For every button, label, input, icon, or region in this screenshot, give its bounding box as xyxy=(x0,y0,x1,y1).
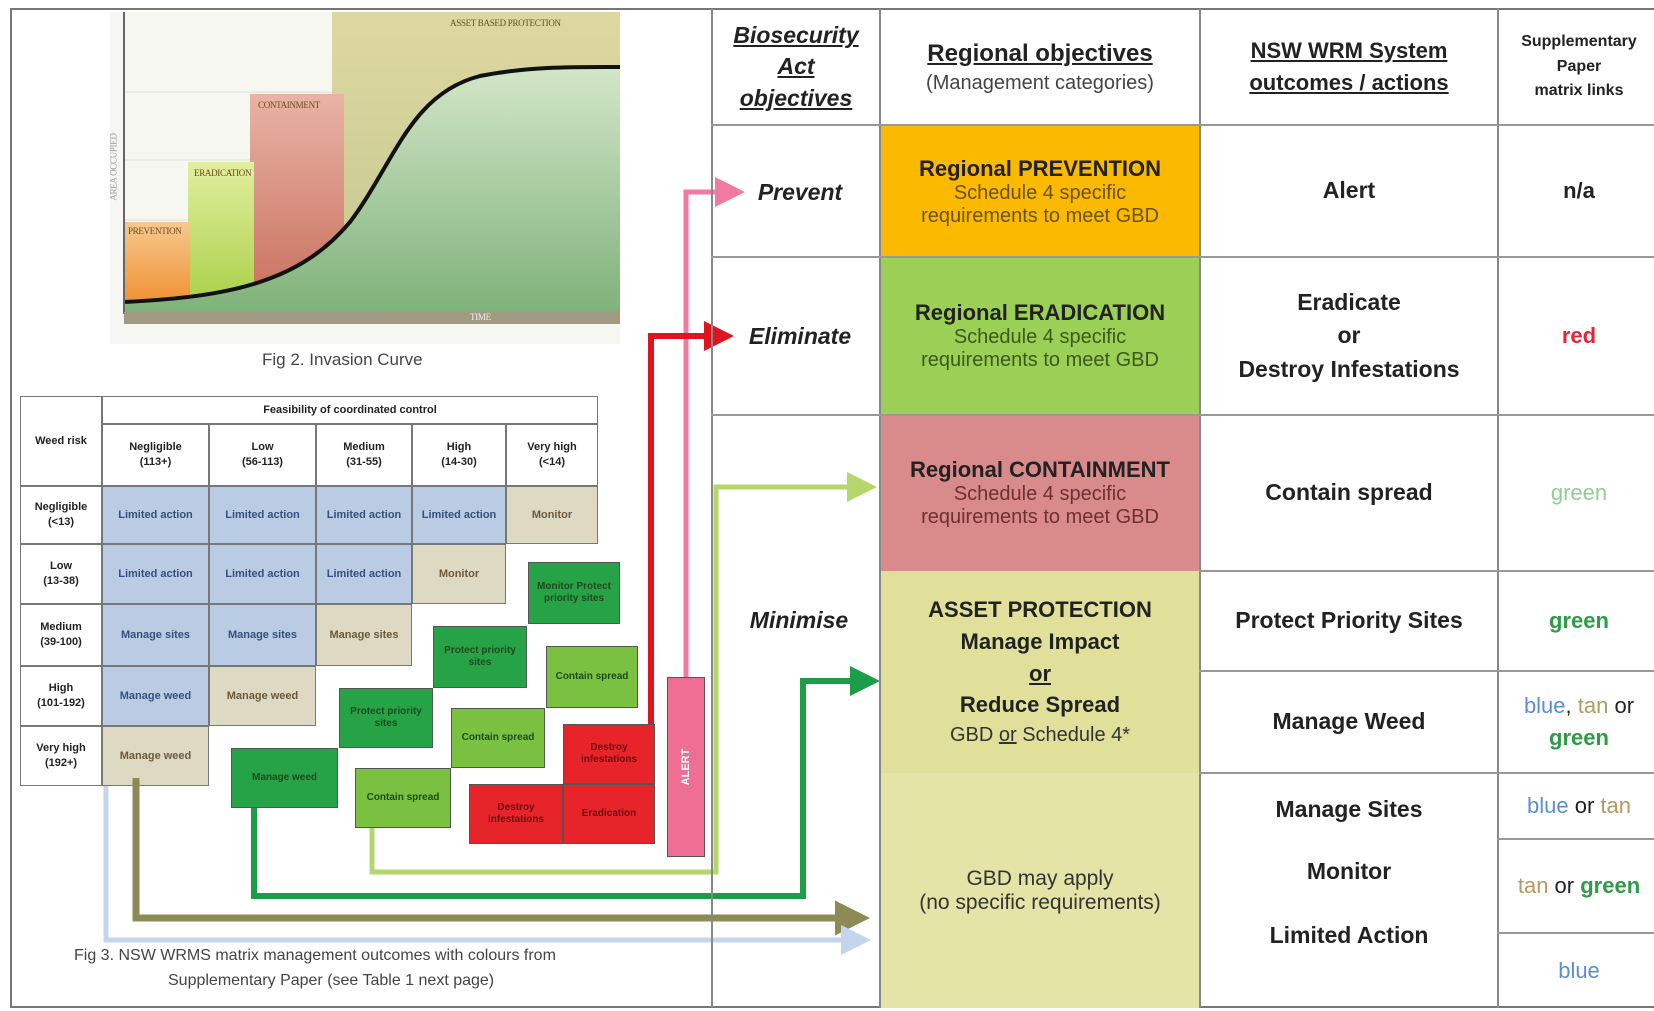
band-label-containment: CONTAINMENT xyxy=(258,100,320,110)
matrix-row-very-high: Very high(192+) xyxy=(20,726,102,786)
header-regional-objectives: Regional objectives (Management categori… xyxy=(926,39,1154,94)
matrix-top-header: Feasibility of coordinated control xyxy=(102,396,598,424)
figure-frame xyxy=(10,8,1654,1008)
table-divider xyxy=(711,8,713,1008)
matrix-cell: Limited action xyxy=(412,486,506,544)
category-containment: Regional CONTAINMENT Schedule 4 specific… xyxy=(881,415,1199,571)
stair-block: Manage weed xyxy=(231,748,338,808)
table-divider xyxy=(1497,8,1499,1008)
objective-prevent: Prevent xyxy=(757,178,843,205)
link-manage-sites: blue or tan xyxy=(1527,793,1631,818)
matrix-row-negligible: Negligible(<13) xyxy=(20,486,102,544)
matrix-cell: Limited action xyxy=(316,486,412,544)
header-supplementary-links: Supplementary Paper matrix links xyxy=(1521,32,1637,100)
matrix-cell: Manage sites xyxy=(102,604,209,666)
category-eradication: Regional ERADICATION Schedule 4 specific… xyxy=(881,257,1199,415)
matrix-cell: Manage weed xyxy=(102,666,209,726)
matrix-row-medium: Medium(39-100) xyxy=(20,604,102,666)
header-biosecurity-objectives: Biosecurity Act objectives xyxy=(733,22,859,111)
matrix-col-very-high: Very high(<14) xyxy=(506,424,598,486)
objective-eliminate: Eliminate xyxy=(748,322,852,349)
outcome-limited-action: Limited Action xyxy=(1269,922,1429,949)
link-alert: n/a xyxy=(1563,178,1595,203)
table-divider xyxy=(711,256,1654,258)
alert-column: ALERT xyxy=(667,677,705,857)
link-eradicate: red xyxy=(1561,323,1597,348)
stair-block: Monitor Protect priority sites xyxy=(528,562,620,624)
category-prevention: Regional PREVENTION Schedule 4 specific … xyxy=(881,126,1199,257)
arrow-red-eliminate xyxy=(648,321,734,724)
outcome-eradicate: Eradicate or Destroy Infestations xyxy=(1238,288,1460,382)
matrix-cell: Limited action xyxy=(316,544,412,604)
objective-minimise: Minimise xyxy=(749,606,849,633)
outcome-manage-sites: Manage Sites xyxy=(1275,796,1423,823)
stair-block: Contain spread xyxy=(355,768,451,828)
matrix-cell: Limited action xyxy=(209,544,316,604)
matrix-cell: Monitor xyxy=(412,544,506,604)
outcome-protect-priority-sites: Protect Priority Sites xyxy=(1235,607,1463,634)
matrix-col-high: High(14-30) xyxy=(412,424,506,486)
outcome-monitor: Monitor xyxy=(1306,858,1392,885)
band-label-prevention: PREVENTION xyxy=(128,226,182,236)
stair-block: Contain spread xyxy=(451,708,545,768)
table-divider xyxy=(879,8,881,1008)
matrix-cell: Limited action xyxy=(209,486,316,544)
table-divider xyxy=(711,124,1654,126)
arrow-alert-prevent xyxy=(683,177,745,677)
stair-block: Destroy infestations xyxy=(469,784,563,844)
fig2-caption: Fig 2. Invasion Curve xyxy=(262,350,423,369)
matrix-col-low: Low(56-113) xyxy=(209,424,316,486)
table-divider xyxy=(1199,8,1201,1008)
matrix-cell: Manage sites xyxy=(316,604,412,666)
band-label-eradication: ERADICATION xyxy=(194,168,252,178)
link-limited-action: blue xyxy=(1558,958,1600,983)
matrix-col-medium: Medium(31-55) xyxy=(316,424,412,486)
matrix-cell: Manage sites xyxy=(209,604,316,666)
matrix-cell: Monitor xyxy=(506,486,598,544)
category-asset-protection: ASSET PROTECTION Manage Impact or Reduce… xyxy=(881,571,1199,773)
link-manage-weed: blue, tan or green xyxy=(1523,693,1635,750)
matrix-col-negligible: Negligible(113+) xyxy=(102,424,209,486)
x-axis-label: TIME xyxy=(470,312,491,322)
arrow-lightblue-gbd xyxy=(103,786,871,955)
invasion-curve-svg xyxy=(123,12,620,344)
stair-block: Contain spread xyxy=(546,646,638,708)
table-divider xyxy=(1497,838,1654,840)
stair-block: Destroy infestations xyxy=(563,724,655,784)
table-divider xyxy=(1199,670,1654,672)
link-contain: green xyxy=(1550,480,1608,505)
matrix-row-low: Low(13-38) xyxy=(20,544,102,604)
matrix-row-header: Weed risk xyxy=(20,396,102,486)
category-gbd: GBD may apply (no specific requirements) xyxy=(881,773,1199,1008)
arrow-olive-gbd xyxy=(132,778,870,936)
table-divider xyxy=(1199,772,1654,774)
invasion-curve-figure: ASSET BASED PROTECTION CONTAINMENT ERADI… xyxy=(110,12,620,344)
outcome-manage-weed: Manage Weed xyxy=(1272,708,1426,735)
matrix-row-high: High(101-192) xyxy=(20,666,102,726)
fig3-caption-line1: Fig 3. NSW WRMS matrix management outcom… xyxy=(74,947,556,964)
outcome-contain-spread: Contain spread xyxy=(1265,479,1433,506)
band-label-asset: ASSET BASED PROTECTION xyxy=(450,18,561,28)
invasion-curve-line xyxy=(123,64,620,304)
matrix-cell: Limited action xyxy=(102,486,209,544)
table-divider xyxy=(711,414,1654,416)
arrow-lightgreen-contain xyxy=(369,472,877,875)
stair-block: Eradication xyxy=(563,784,655,844)
stair-block: Protect priority sites xyxy=(339,688,433,748)
matrix-cell: Manage weed xyxy=(102,726,209,786)
header-nsw-outcomes: NSW WRM System outcomes / actions xyxy=(1249,38,1449,95)
matrix-cell: Manage weed xyxy=(209,666,316,726)
link-protect: green xyxy=(1549,608,1609,633)
table-divider xyxy=(1497,932,1654,934)
table-divider xyxy=(1199,570,1654,572)
arrow-darkgreen-asset xyxy=(251,666,880,899)
outcome-alert: Alert xyxy=(1322,177,1376,204)
link-monitor: tan or green xyxy=(1517,873,1641,898)
matrix-cell: Limited action xyxy=(102,544,209,604)
stair-block: Protect priority sites xyxy=(433,626,527,688)
fig3-caption-line2: Supplementary Paper (see Table 1 next pa… xyxy=(168,972,495,989)
